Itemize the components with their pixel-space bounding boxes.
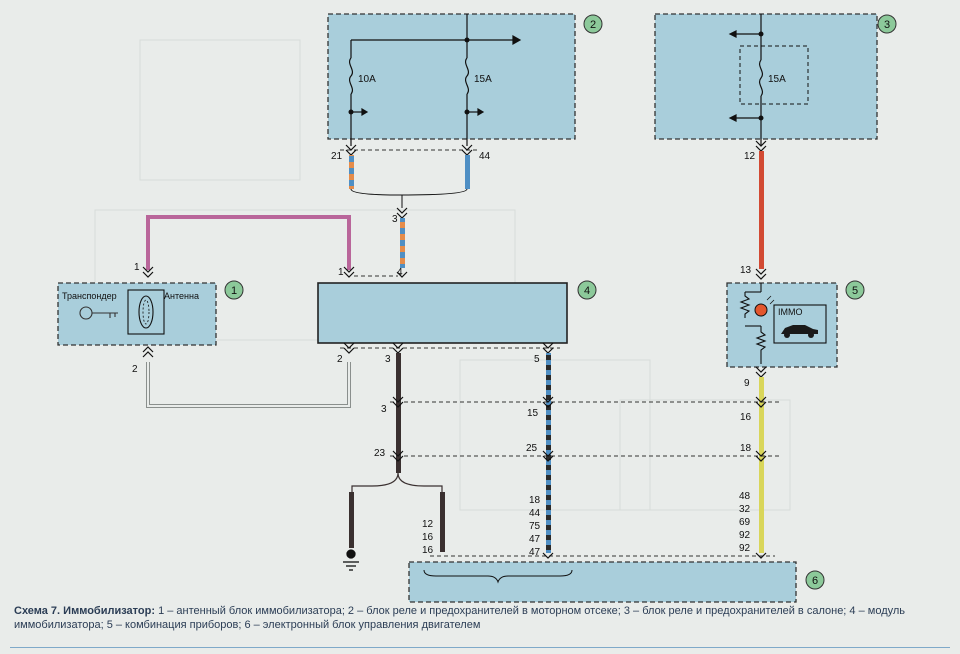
wire-gray-return: [146, 362, 351, 408]
ecu-right-pin-3: 69: [739, 517, 751, 528]
block-1-antenna-unit: [57, 282, 217, 346]
pin-18-conn-b: 18: [740, 443, 752, 454]
ecu-mid-pin-5: 47: [529, 547, 541, 558]
harness-merge: [350, 188, 468, 196]
wire-ground-left: [349, 492, 354, 548]
pin-2-antenna: 2: [132, 364, 138, 375]
immo-warning-lamp-icon: [754, 303, 768, 317]
ground-symbol-icon: [343, 549, 359, 571]
pin-15-conn-a: 15: [527, 408, 539, 419]
block-3-cabin-fuse-box: [654, 13, 878, 140]
block-2-number-badge: [583, 14, 603, 34]
ecu-mid-pin-3: 75: [529, 521, 541, 532]
block-3-internals: [728, 14, 764, 146]
immo-label: IMMO: [778, 307, 803, 317]
pin-25-conn-b: 25: [526, 443, 538, 454]
background-grid: [94, 39, 791, 511]
block-6-number: 6: [812, 575, 818, 587]
ecu-right-pin-4: 92: [739, 530, 751, 541]
antenna-label: Антенна: [164, 291, 199, 301]
fuse-10a-label: 10A: [358, 74, 376, 85]
pin-23-conn-b: 23: [374, 448, 386, 459]
ecu-ground-pin-2: 16: [422, 532, 434, 543]
block-4-immobilizer-module: [317, 282, 568, 344]
block-1-number: 1: [231, 285, 237, 297]
pin-1-module: 1: [338, 267, 344, 278]
antenna-coil-icon: [138, 295, 154, 329]
ground-split: [351, 472, 443, 492]
pin-12-cabin: 12: [744, 151, 756, 162]
pin-13: 13: [740, 265, 752, 276]
block-3-number: 3: [884, 19, 890, 31]
caption-title: Схема 7. Иммобилизатор:: [14, 605, 156, 617]
block-6-engine-ecu: [408, 561, 797, 603]
figure-caption: Схема 7. Иммобилизатор: 1 – антенный бло…: [14, 604, 950, 632]
block-5-number: 5: [852, 285, 858, 297]
pin-1-antenna: 1: [134, 262, 140, 273]
wire-ground-right: [440, 492, 445, 552]
caption-rule: [10, 647, 950, 648]
pin-9: 9: [744, 378, 750, 389]
wire-yellow: [759, 377, 764, 553]
pin-21: 21: [331, 151, 343, 162]
block-4-number-badge: [577, 280, 597, 300]
immo-indicator-box: [773, 304, 827, 344]
car-icon: [781, 325, 818, 338]
pin-3-module: 3: [385, 354, 391, 365]
intermediate-connector-chevrons: [392, 396, 767, 462]
ecu-bracket: [423, 569, 573, 584]
key-icon: [79, 306, 118, 320]
ecu-ground-pin-3: 16: [422, 545, 434, 556]
pin-44-top: 44: [479, 151, 491, 162]
block-2-engine-fuse-box: [327, 13, 576, 140]
fuse-15a-cabin-label: 15A: [768, 74, 786, 85]
ecu-mid-pin-2: 44: [529, 508, 541, 519]
transponder-label: Транспондер: [62, 291, 117, 301]
block-5-internals: [739, 283, 767, 364]
wire-violet: [146, 215, 351, 270]
block-4-number: 4: [584, 285, 590, 297]
wire-harness-to-module: [400, 218, 405, 268]
wire-blue-black: [546, 353, 551, 553]
pin-3-conn-a: 3: [381, 404, 387, 415]
wire-red: [759, 151, 764, 269]
block-5-number-badge: [845, 280, 865, 300]
wire-21-blue-orange: [349, 155, 354, 189]
block-1-number-badge: [224, 280, 244, 300]
pin-4-module: 4: [397, 267, 403, 278]
ecu-mid-pin-4: 47: [529, 534, 541, 545]
wire-black-ground: [396, 353, 401, 473]
pin-16-conn-a: 16: [740, 412, 752, 423]
ecu-right-pin-1: 48: [739, 491, 751, 502]
pin-5-module: 5: [534, 354, 540, 365]
block-3-number-badge: [877, 14, 897, 34]
ecu-right-pin-2: 32: [739, 504, 751, 515]
wire-44-blue: [465, 155, 470, 189]
ecu-mid-pin-1: 18: [529, 495, 541, 506]
block-2-number: 2: [590, 19, 596, 31]
pin-2-module: 2: [337, 354, 343, 365]
caption-text: 1 – антенный блок иммобилизатора; 2 – бл…: [14, 605, 906, 631]
block-6-number-badge: [805, 570, 825, 590]
pin-3-harness: 3: [392, 214, 398, 225]
lamp-rays-icon: [766, 295, 775, 305]
ecu-ground-pin-1: 12: [422, 519, 434, 530]
ecu-right-pin-5: 92: [739, 543, 751, 554]
fuse-15a-label: 15A: [474, 74, 492, 85]
block-2-internals: [348, 14, 522, 146]
antenna-coil-frame: [127, 289, 165, 335]
